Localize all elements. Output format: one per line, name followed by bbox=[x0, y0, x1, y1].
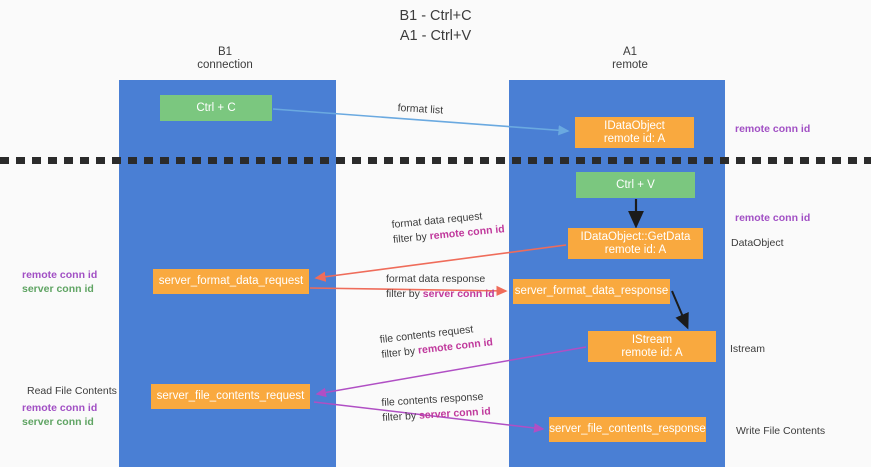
edge-label-format-data-request-prefix: filter by bbox=[392, 230, 431, 246]
lane-header-b1-name: B1 bbox=[217, 46, 233, 58]
box-server-format-data-response[interactable]: server_format_data_response bbox=[513, 279, 670, 304]
edge-label-format-list-line1: format list bbox=[397, 101, 444, 117]
annotation-remote-conn-id-top: remote conn id bbox=[735, 123, 811, 135]
box-ctrl-c[interactable]: Ctrl + C bbox=[160, 95, 272, 121]
edge-label-format-data-response: format data response filter by server co… bbox=[386, 272, 495, 302]
box-istream-line1: IStream bbox=[631, 333, 673, 346]
edge-label-format-data-response-key: server conn id bbox=[422, 288, 495, 300]
annotation-left-conn-ids-bot: remote conn id server conn id bbox=[22, 402, 98, 428]
arrow-format-data-request bbox=[314, 244, 567, 282]
arrow-format-list bbox=[272, 108, 570, 136]
annotation-istream: Istream bbox=[730, 343, 766, 355]
annotation-remote-conn-id-mid: remote conn id bbox=[735, 212, 811, 224]
box-server-file-contents-request[interactable]: server_file_contents_request bbox=[151, 384, 310, 409]
lane-header-b1: B1 connection bbox=[155, 46, 295, 72]
annotation-read-file-contents: Read File Contents bbox=[27, 385, 117, 397]
arrow-file-contents-request bbox=[315, 346, 587, 398]
lane-header-a1-name: A1 bbox=[622, 46, 638, 58]
box-server-format-data-request-label: server_format_data_request bbox=[158, 275, 304, 287]
title-line-1: B1 - Ctrl+C bbox=[399, 8, 472, 24]
page-title: B1 - Ctrl+C A1 - Ctrl+V bbox=[0, 6, 871, 46]
edge-label-file-contents-response-key: server conn id bbox=[418, 405, 492, 422]
edge-label-format-data-response-prefix: filter by bbox=[386, 288, 423, 300]
box-ctrl-v[interactable]: Ctrl + V bbox=[576, 172, 695, 198]
box-server-file-contents-response-label: server_file_contents_response bbox=[549, 423, 706, 435]
box-getdata-line1: IDataObject::GetData bbox=[580, 230, 691, 243]
box-idataobject-getdata[interactable]: IDataObject::GetData remote id: A bbox=[568, 228, 703, 259]
box-server-format-data-request[interactable]: server_format_data_request bbox=[153, 269, 309, 294]
box-server-file-contents-response[interactable]: server_file_contents_response bbox=[549, 417, 706, 442]
annotation-dataobject: DataObject bbox=[731, 237, 784, 249]
title-line-2: A1 - Ctrl+V bbox=[399, 28, 472, 44]
annotation-write-file-contents: Write File Contents bbox=[736, 425, 826, 437]
box-idataobject-line1: IDataObject bbox=[604, 119, 665, 132]
box-server-file-contents-request-label: server_file_contents_request bbox=[156, 390, 305, 402]
lane-header-a1: A1 remote bbox=[560, 46, 700, 72]
box-istream-line2: remote id: A bbox=[621, 346, 683, 359]
edge-label-format-list: format list bbox=[397, 101, 443, 119]
arrow-file-contents-response bbox=[313, 401, 545, 433]
phase-separator bbox=[0, 157, 871, 164]
box-server-format-data-response-label: server_format_data_response bbox=[514, 285, 669, 297]
arrow-format-data-response bbox=[309, 285, 508, 296]
arrow-response-to-istream bbox=[671, 290, 689, 330]
box-istream[interactable]: IStream remote id: A bbox=[588, 331, 716, 362]
box-ctrl-c-label: Ctrl + C bbox=[196, 101, 236, 114]
annotation-left-conn-ids-mid: remote conn id server conn id bbox=[22, 269, 98, 295]
box-ctrl-v-label: Ctrl + V bbox=[616, 178, 655, 191]
box-idataobject[interactable]: IDataObject remote id: A bbox=[575, 117, 694, 148]
edge-label-file-contents-response-prefix: filter by bbox=[381, 409, 420, 424]
edge-label-file-contents-request-prefix: filter by bbox=[380, 344, 419, 361]
box-getdata-line2: remote id: A bbox=[604, 243, 667, 256]
lane-header-b1-sub: connection bbox=[197, 59, 253, 71]
lane-header-a1-sub: remote bbox=[612, 59, 648, 71]
box-idataobject-line2: remote id: A bbox=[603, 132, 666, 145]
edge-label-format-data-response-line1: format data response bbox=[386, 273, 486, 285]
